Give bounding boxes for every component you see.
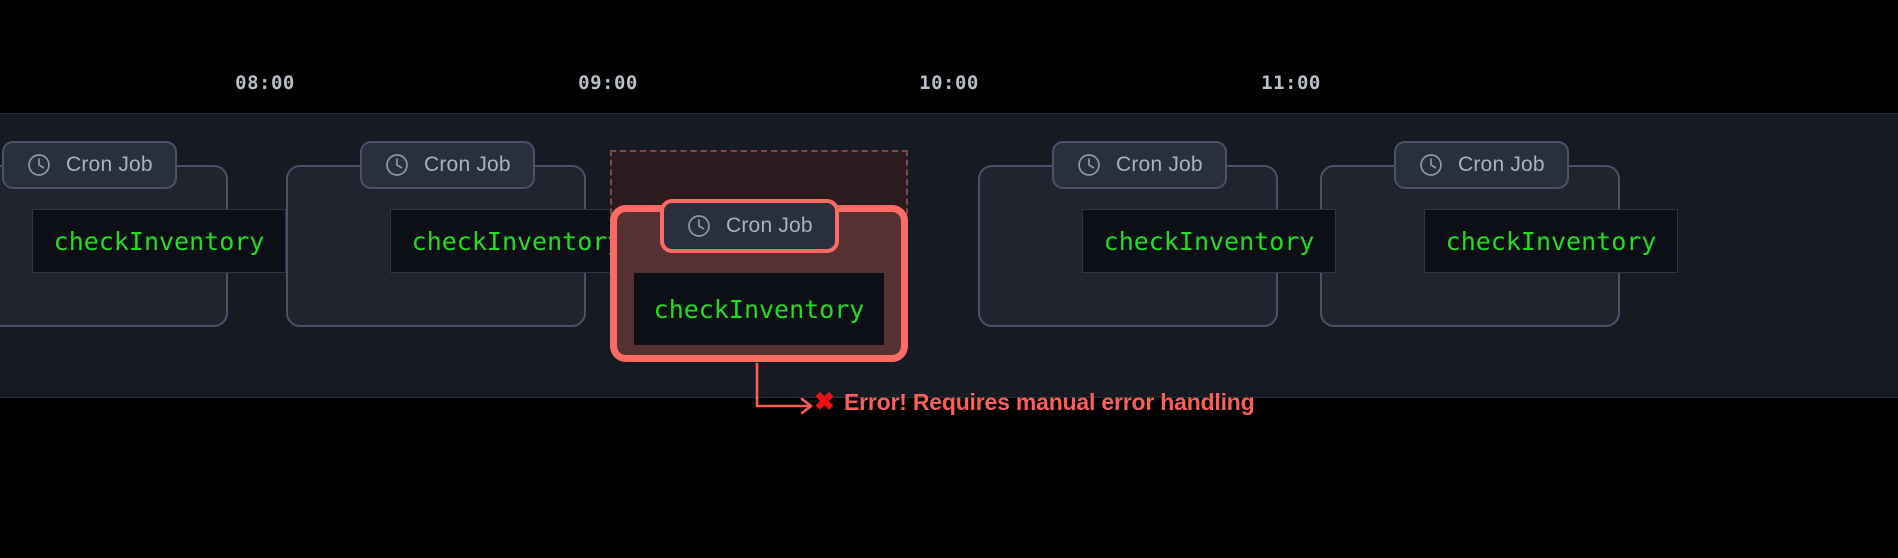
job-code-text: checkInventory xyxy=(1445,226,1657,256)
cron-job-label: Cron Job xyxy=(726,214,813,237)
cron-job-badge[interactable]: Cron Job xyxy=(360,141,535,189)
tick-label-0800: 08:00 xyxy=(235,72,295,94)
cron-job-label: Cron Job xyxy=(1116,153,1203,176)
tick-label-0900: 09:00 xyxy=(578,72,638,94)
error-message: Error! Requires manual error handling xyxy=(843,389,1255,415)
cron-job-badge[interactable]: Cron Job xyxy=(2,141,177,189)
job-code-box[interactable]: checkInventory xyxy=(32,209,286,273)
elbow-arrow-icon xyxy=(755,362,813,415)
clock-icon xyxy=(1418,152,1444,178)
cron-job-badge[interactable]: Cron Job xyxy=(1394,141,1569,189)
tick-label-1000: 10:00 xyxy=(919,72,979,94)
time-axis xyxy=(0,0,1898,113)
job-code-text: checkInventory xyxy=(411,226,623,256)
job-column-1[interactable]: Cron Job checkInventory xyxy=(0,113,286,398)
cron-job-label: Cron Job xyxy=(424,153,511,176)
clock-icon xyxy=(1076,152,1102,178)
cron-job-badge[interactable]: Cron Job xyxy=(1052,141,1227,189)
job-column-3[interactable]: Cron Job checkInventory xyxy=(582,113,952,398)
clock-icon xyxy=(686,213,712,239)
error-callout: ✖ Error! Requires manual error handling xyxy=(752,362,1312,432)
job-code-box[interactable]: checkInventory xyxy=(390,209,644,273)
job-code-text: checkInventory xyxy=(653,294,865,324)
job-code-text: checkInventory xyxy=(53,226,265,256)
cron-job-badge[interactable]: Cron Job xyxy=(660,199,839,253)
job-code-text: checkInventory xyxy=(1103,226,1315,256)
job-column-4[interactable]: Cron Job checkInventory xyxy=(930,113,1336,398)
job-code-box[interactable]: checkInventory xyxy=(634,273,884,345)
clock-icon xyxy=(26,152,52,178)
job-column-5[interactable]: Cron Job checkInventory xyxy=(1272,113,1678,398)
cron-job-label: Cron Job xyxy=(66,153,153,176)
clock-icon xyxy=(384,152,410,178)
job-code-box[interactable]: checkInventory xyxy=(1082,209,1336,273)
cron-job-label: Cron Job xyxy=(1458,153,1545,176)
tick-label-1100: 11:00 xyxy=(1261,72,1321,94)
x-mark-icon: ✖ xyxy=(814,388,835,416)
job-code-box[interactable]: checkInventory xyxy=(1424,209,1678,273)
job-column-2[interactable]: Cron Job checkInventory xyxy=(238,113,644,398)
